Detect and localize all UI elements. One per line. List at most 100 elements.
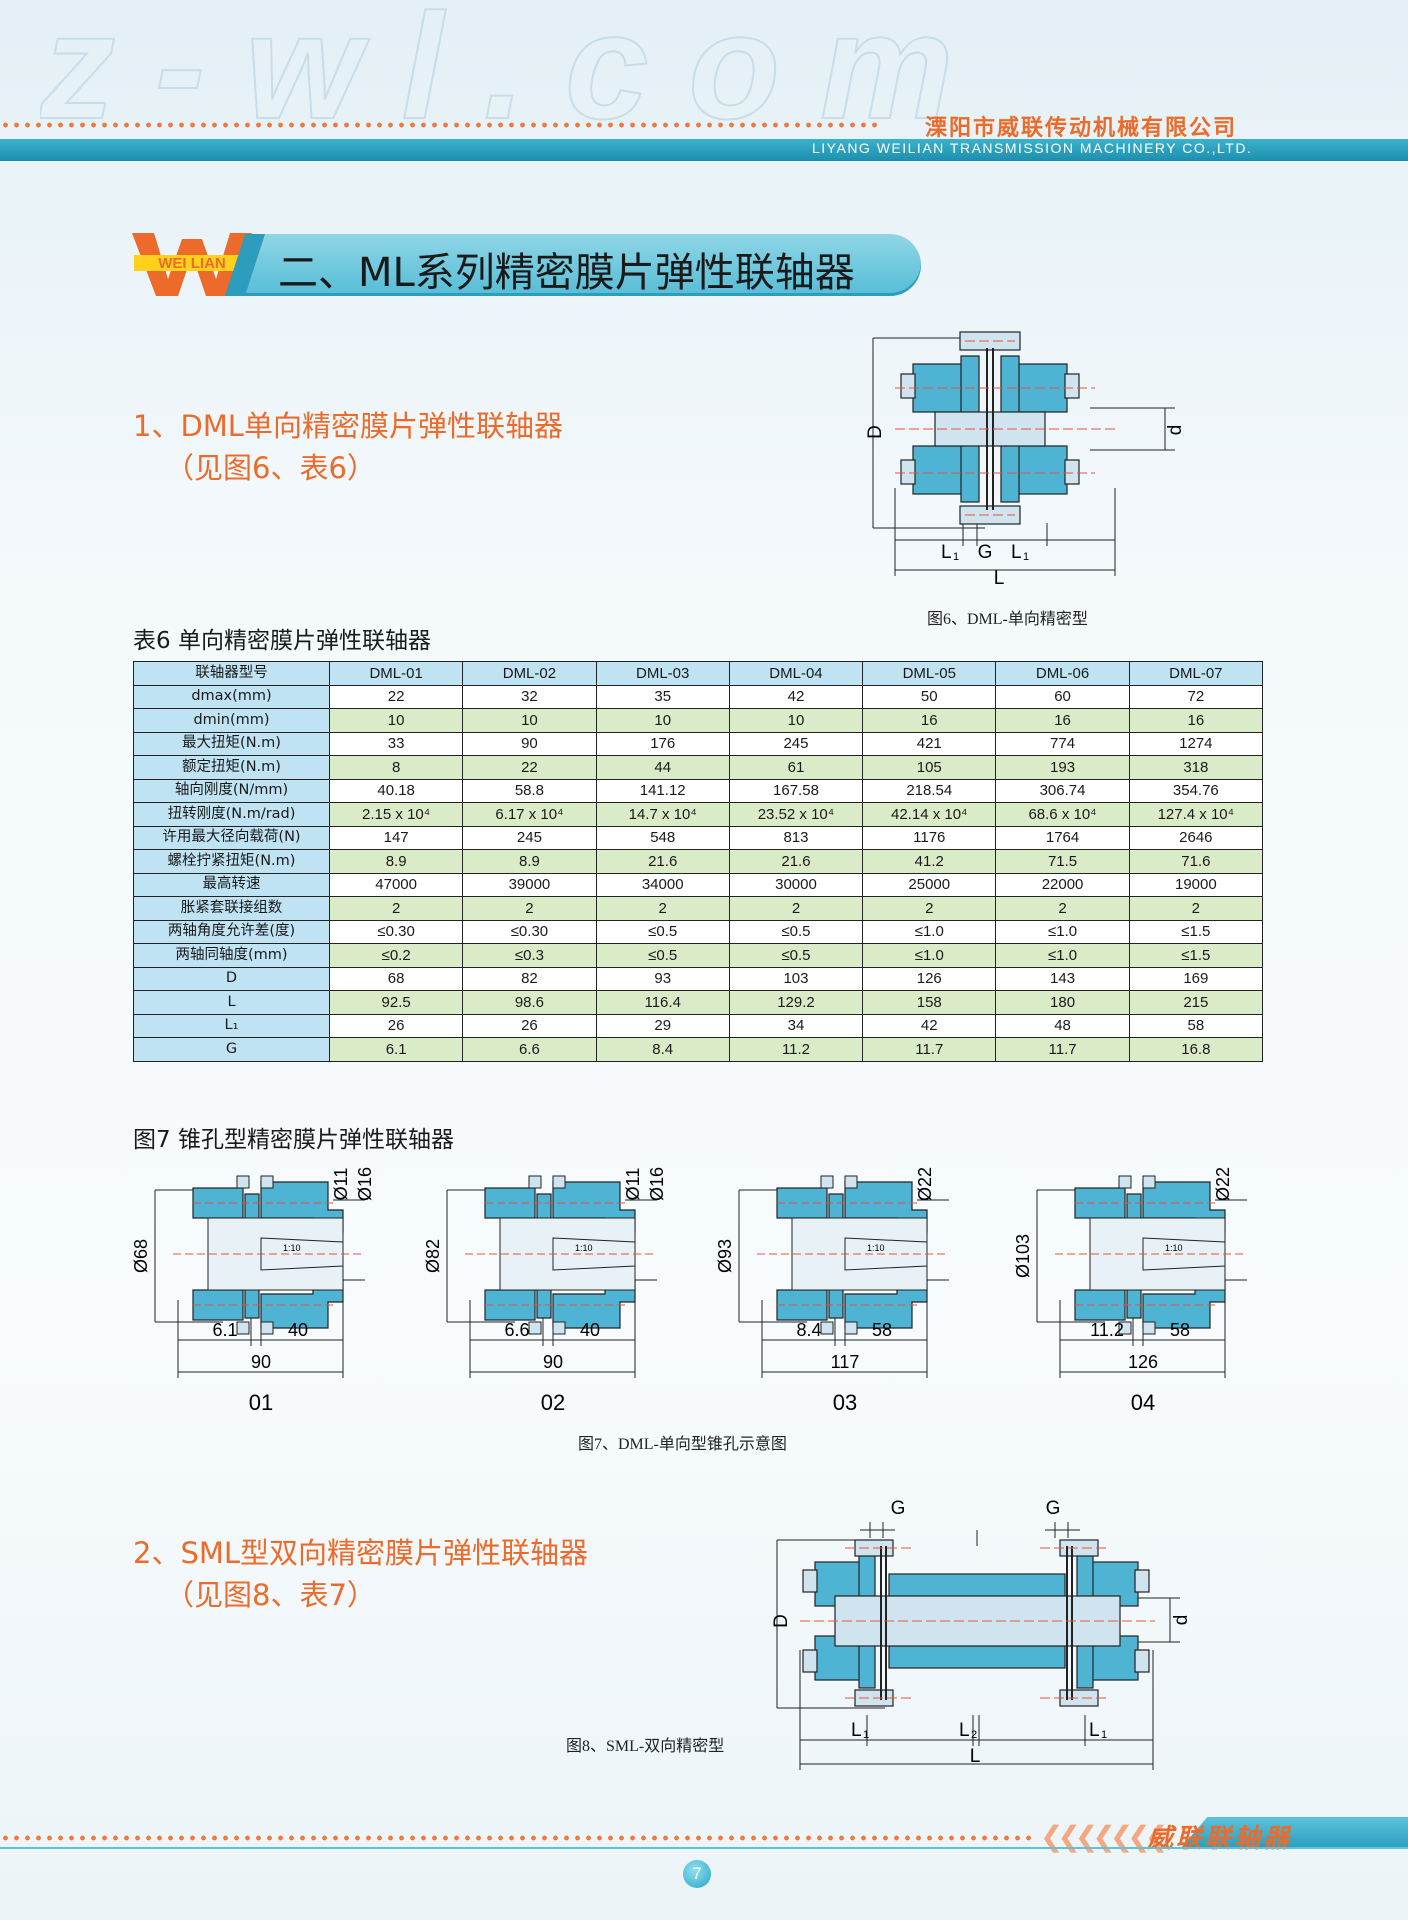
table-cell: 158 xyxy=(862,990,997,1015)
svg-text:d: d xyxy=(1171,1615,1192,1626)
svg-text:6.6: 6.6 xyxy=(504,1320,529,1340)
table6-title: 表6 单向精密膜片弹性联轴器 xyxy=(133,628,431,654)
table-cell: 47000 xyxy=(328,872,464,897)
row-header: dmin(mm) xyxy=(133,708,330,733)
table-cell: DML-06 xyxy=(995,661,1130,686)
fig8-diagram: G G D d L 1 L 2 L 1 L xyxy=(771,1498,1192,1770)
svg-text:117: 117 xyxy=(831,1352,860,1372)
table-cell: 19000 xyxy=(1128,872,1264,897)
svg-text:L: L xyxy=(959,1720,970,1741)
svg-text:d: d xyxy=(1165,425,1186,436)
table-cell: 6.17 x 10⁴ xyxy=(462,802,597,827)
table-cell: ≤0.3 xyxy=(462,943,597,968)
row-header: 最高转速 xyxy=(133,872,330,897)
fig7-title: 图7 锥孔型精密膜片弹性联轴器 xyxy=(133,1127,454,1153)
table-cell: 143 xyxy=(995,966,1130,991)
svg-text:90: 90 xyxy=(251,1352,271,1372)
table-cell: DML-07 xyxy=(1128,661,1264,686)
company-name-en: LIYANG WEILIAN TRANSMISSION MACHINERY CO… xyxy=(812,140,1253,156)
table-cell: 93 xyxy=(595,966,730,991)
table-cell: 10 xyxy=(728,708,864,733)
table-cell: 215 xyxy=(1128,990,1264,1015)
table-cell: 40.18 xyxy=(328,778,464,803)
table-cell: 2 xyxy=(328,896,464,921)
table-cell: ≤1.0 xyxy=(862,943,997,968)
svg-text:Ø93: Ø93 xyxy=(717,1239,735,1273)
table-cell: 1176 xyxy=(862,825,997,850)
svg-text:Ø16: Ø16 xyxy=(647,1167,667,1201)
table-cell: ≤0.5 xyxy=(595,943,730,968)
fig7-caption: 图7、DML-单向型锥孔示意图 xyxy=(578,1436,787,1453)
table-cell: 2 xyxy=(595,896,730,921)
section-title: 二、ML系列精密膜片弹性联轴器 xyxy=(278,250,855,296)
row-header: 胀紧套联接组数 xyxy=(133,896,330,921)
svg-text:D: D xyxy=(865,425,886,439)
table-cell: 58.8 xyxy=(462,778,597,803)
row-header: 联轴器型号 xyxy=(133,661,330,686)
table-cell: 71.5 xyxy=(995,849,1130,874)
table-cell: 29 xyxy=(595,1013,730,1038)
table-cell: ≤1.0 xyxy=(995,943,1130,968)
table-cell: DML-04 xyxy=(728,661,864,686)
table-cell: 2 xyxy=(1128,896,1264,921)
table-cell: 41.2 xyxy=(862,849,997,874)
table-cell: 16 xyxy=(995,708,1130,733)
svg-text:126: 126 xyxy=(1128,1352,1158,1372)
svg-text:58: 58 xyxy=(1170,1320,1190,1340)
fig6-caption: 图6、DML-单向精密型 xyxy=(927,611,1088,628)
table-cell: 39000 xyxy=(462,872,597,897)
table-cell: 103 xyxy=(728,966,864,991)
svg-text:Ø16: Ø16 xyxy=(355,1167,375,1201)
table-cell: 11.7 xyxy=(995,1037,1130,1062)
table-cell: 22 xyxy=(328,684,464,709)
svg-text:01: 01 xyxy=(249,1390,273,1415)
table-cell: 21.6 xyxy=(728,849,864,874)
row-header: 两轴角度允许差(度) xyxy=(133,919,330,944)
svg-text:1: 1 xyxy=(1023,551,1029,563)
footer-brand: 威联联轴器 xyxy=(1147,1824,1293,1854)
svg-text:40: 40 xyxy=(288,1320,308,1340)
table-cell: 58 xyxy=(1128,1013,1264,1038)
table-cell: 35 xyxy=(595,684,730,709)
svg-text:Ø11: Ø11 xyxy=(331,1168,351,1201)
table-cell: ≤0.30 xyxy=(328,919,464,944)
table-cell: DML-05 xyxy=(862,661,997,686)
table-cell: 92.5 xyxy=(328,990,464,1015)
table-cell: 421 xyxy=(862,731,997,756)
table-cell: 33 xyxy=(328,731,464,756)
svg-text:03: 03 xyxy=(833,1390,857,1415)
table-cell: 16.8 xyxy=(1128,1037,1264,1062)
section-title-banner xyxy=(245,234,921,296)
svg-text:Ø22: Ø22 xyxy=(915,1167,935,1201)
table-cell: ≤1.0 xyxy=(862,919,997,944)
svg-text:L: L xyxy=(941,542,952,563)
subsection2-title: 2、SML型双向精密膜片弹性联轴器 xyxy=(133,1536,589,1570)
table-cell: 318 xyxy=(1128,755,1264,780)
row-header: 螺栓拧紧扭矩(N.m) xyxy=(133,849,330,874)
svg-text:Ø22: Ø22 xyxy=(1213,1167,1233,1201)
svg-text:58: 58 xyxy=(872,1320,892,1340)
subsection2-ref: （见图8、表7） xyxy=(165,1578,376,1612)
svg-text:02: 02 xyxy=(541,1390,565,1415)
fig8-caption: 图8、SML-双向精密型 xyxy=(566,1738,725,1755)
table-cell: 82 xyxy=(462,966,597,991)
svg-text:Ø11: Ø11 xyxy=(623,1168,643,1201)
table-cell: 167.58 xyxy=(728,778,864,803)
table-cell: DML-03 xyxy=(595,661,730,686)
table-cell: 26 xyxy=(328,1013,464,1038)
svg-text:1: 1 xyxy=(863,1729,869,1741)
svg-text:40: 40 xyxy=(580,1320,600,1340)
table-cell: 8.9 xyxy=(462,849,597,874)
table-cell: 50 xyxy=(862,684,997,709)
table-cell: 32 xyxy=(462,684,597,709)
table-cell: 14.7 x 10⁴ xyxy=(595,802,730,827)
svg-text:L: L xyxy=(1089,1720,1100,1741)
